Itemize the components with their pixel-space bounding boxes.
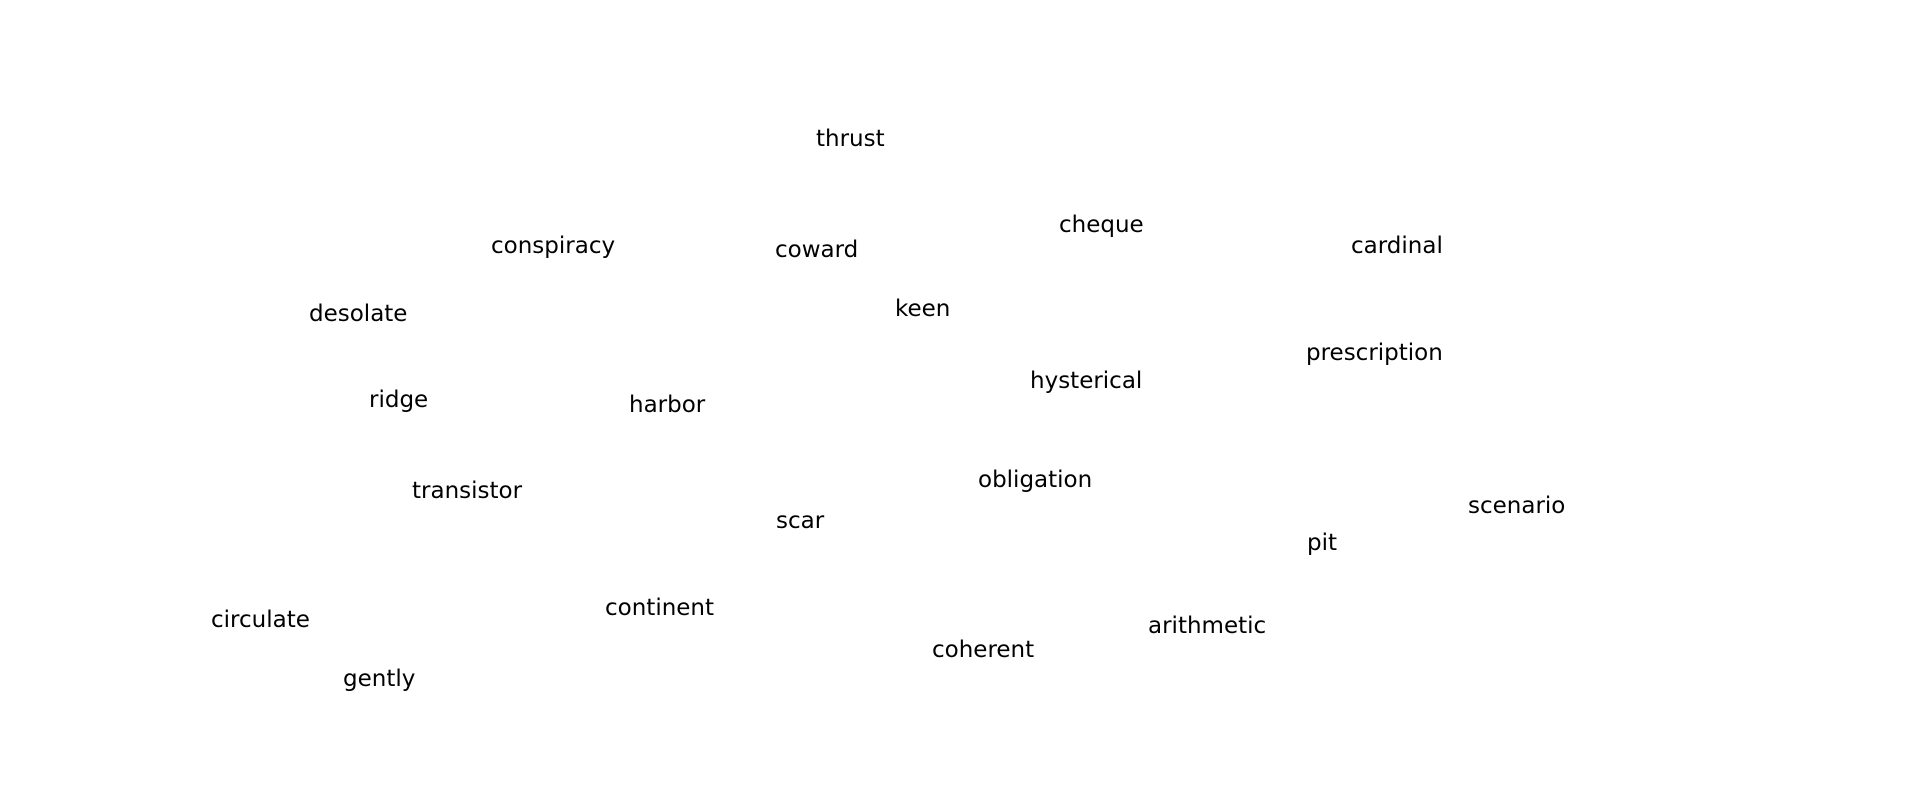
word-scar: scar (776, 508, 825, 534)
word-cheque: cheque (1059, 212, 1144, 238)
word-arithmetic: arithmetic (1148, 613, 1267, 639)
word-transistor: transistor (412, 478, 523, 504)
word-coward: coward (775, 237, 859, 263)
word-desolate: desolate (309, 301, 408, 327)
word-obligation: obligation (978, 467, 1093, 493)
word-hysterical: hysterical (1030, 368, 1143, 394)
word-thrust: thrust (816, 126, 885, 152)
word-pit: pit (1307, 530, 1338, 556)
word-ridge: ridge (369, 387, 429, 413)
word-conspiracy: conspiracy (491, 233, 616, 259)
word-circulate: circulate (211, 607, 310, 633)
word-continent: continent (605, 595, 715, 621)
word-prescription: prescription (1306, 340, 1443, 366)
word-scenario: scenario (1468, 493, 1566, 519)
word-gently: gently (343, 666, 416, 692)
word-keen: keen (895, 296, 951, 322)
word-harbor: harbor (629, 392, 706, 418)
word-cardinal: cardinal (1351, 233, 1443, 259)
word-coherent: coherent (932, 637, 1035, 663)
